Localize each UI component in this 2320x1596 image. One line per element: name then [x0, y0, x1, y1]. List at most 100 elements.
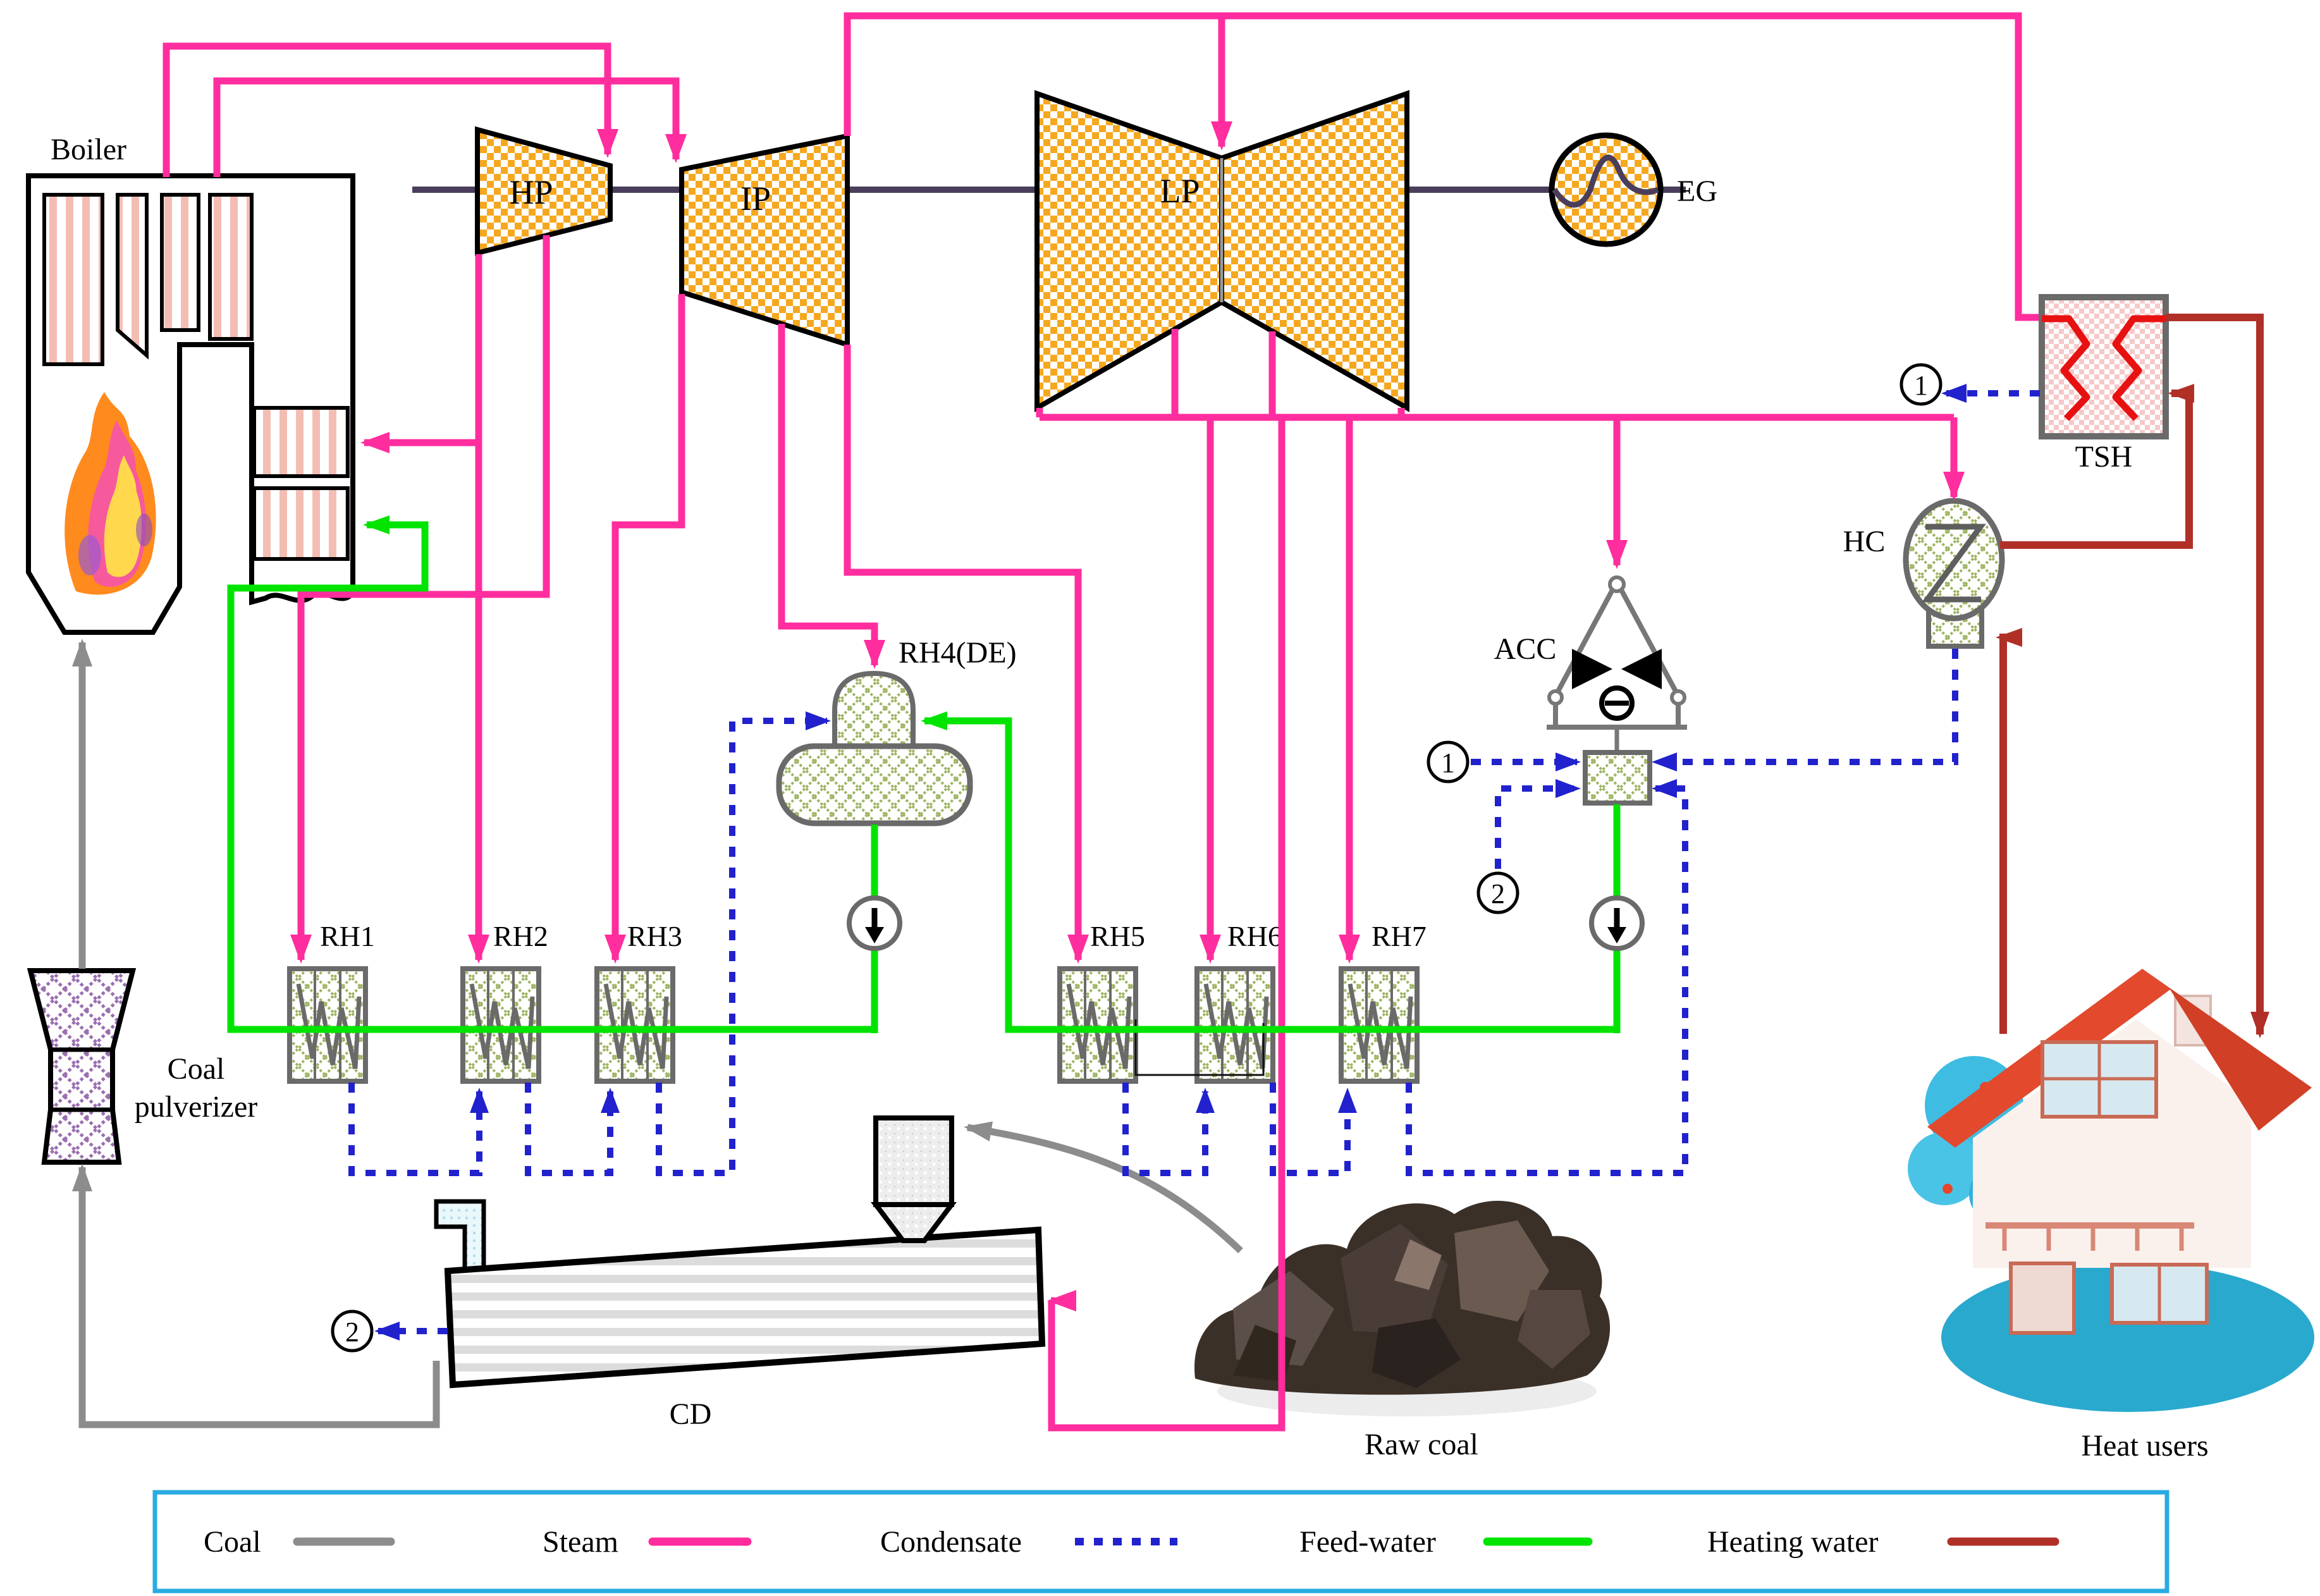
legend-label-condensate: Condensate — [880, 1525, 1022, 1559]
rh2-box — [463, 969, 539, 1081]
generator-wave-icon — [1552, 154, 1659, 208]
hot-reheat-line — [213, 77, 687, 177]
acc-label: ACC — [1494, 632, 1557, 666]
cd-hopper-funnel-icon — [870, 1202, 957, 1243]
tsh-heat-exchanger: TSH — [2039, 294, 2169, 474]
boiler-panel-icon — [208, 193, 254, 341]
turbine-hp: HP — [475, 126, 613, 257]
boiler-panel-icon — [160, 193, 200, 332]
legend-box — [152, 1490, 2170, 1593]
heating-water-supply-line — [2166, 314, 2269, 1038]
feed-water-line-to-rh4 — [921, 711, 1617, 1033]
fan-icon — [1572, 649, 1612, 689]
boiler: Boiler — [26, 133, 355, 635]
legend: Coal Steam Condensate Feed-water Heating… — [152, 1490, 2170, 1593]
drain-hc-to-acc — [1652, 649, 1958, 771]
coal-pulverizer-label-2: pulverizer — [135, 1090, 258, 1124]
feed-water-lines — [227, 515, 1621, 1033]
lp-label: LP — [1160, 172, 1200, 210]
coal-dryer: CD — [434, 1115, 1046, 1431]
cd-drum — [444, 1226, 1046, 1389]
steam-line-to-cd — [1047, 417, 1286, 1432]
acc-air-cooled-condenser: ACC — [1494, 575, 1687, 806]
coal-lines — [72, 639, 1243, 1428]
tag-1-acc: 1 — [1441, 747, 1455, 778]
legend-label-feedwater: Feed-water — [1299, 1525, 1436, 1559]
steam-lines — [163, 12, 2039, 1432]
rh5-box — [1060, 969, 1136, 1081]
rh6-box — [1197, 969, 1273, 1081]
cd-hopper-icon — [873, 1115, 954, 1207]
rh6-label: RH6 — [1227, 920, 1282, 952]
legend-label-steam: Steam — [543, 1525, 618, 1559]
tsh-label: TSH — [2075, 440, 2133, 474]
rh7-label: RH7 — [1372, 920, 1427, 952]
tag-2-cd: 2 — [345, 1317, 359, 1347]
legend-label-heatingwater: Heating water — [1707, 1525, 1879, 1559]
boiler-reheater-panel-icon — [252, 406, 350, 478]
hc-label: HC — [1843, 525, 1886, 558]
house-walls — [1973, 1019, 2251, 1268]
heating-water-lines — [1996, 314, 2269, 1038]
drain-rh7-to-acc — [1406, 779, 1688, 1176]
coal-line-rawcoal-to-cd — [964, 1121, 1243, 1253]
turbine-ip: IP — [679, 133, 850, 348]
acc-condensate-box — [1583, 750, 1652, 806]
heater-balance-line — [1134, 1019, 1265, 1076]
rh3-label: RH3 — [627, 920, 682, 952]
connection-tags: 1 1 2 2 — [331, 363, 1943, 1353]
ip-exhaust-to-lp-tsh-line — [844, 12, 2039, 321]
hc-heat-condenser: HC — [1843, 498, 2005, 649]
extraction-line-rh5 — [844, 345, 1089, 964]
boiler-panel-icon — [116, 193, 149, 360]
ip-label: IP — [740, 180, 771, 218]
house-door — [2009, 1261, 2076, 1335]
legend-label-coal: Coal — [204, 1525, 261, 1559]
heat-users: Heat users — [1908, 969, 2314, 1463]
coal-line-cd-to-pulverizer — [72, 1163, 440, 1428]
main-steam-line — [163, 42, 618, 177]
flame-icon — [64, 392, 156, 595]
drain-rh6-to-rh7 — [1270, 1083, 1357, 1176]
turbine-lp: LP — [1034, 90, 1409, 412]
hp-label: HP — [509, 173, 553, 211]
rh7-box — [1341, 969, 1417, 1081]
boiler-panel-icon — [42, 193, 104, 366]
raw-coal: Raw coal — [1194, 1200, 1611, 1461]
rh3-box — [597, 969, 673, 1081]
extraction-line-rh4 — [778, 324, 885, 669]
coal-pulverizer: Coal pulverizer — [27, 968, 258, 1165]
cd-chimney-icon — [434, 1199, 486, 1276]
feed-pump-icon — [849, 898, 900, 948]
rh2-label: RH2 — [493, 920, 548, 952]
boiler-label: Boiler — [51, 133, 126, 166]
tsh-coil-icon — [2042, 315, 2090, 421]
tag-2-acc: 2 — [1491, 878, 1505, 909]
tree-fruit-icon — [1943, 1184, 1953, 1194]
hc-coil-icon — [1922, 524, 1986, 603]
tree-icon — [1908, 1132, 1981, 1205]
regenerative-heaters: RH1 RH2 RH3 RH5 RH6 RH7 — [290, 920, 1427, 1081]
extraction-line-rh1 — [290, 235, 550, 964]
cd-label: CD — [670, 1397, 712, 1431]
feed-water-line-to-boiler — [227, 515, 875, 1033]
drain-rh2-to-rh3 — [525, 1083, 620, 1176]
rh1-label: RH1 — [320, 920, 375, 952]
generator: EG — [1549, 132, 1717, 247]
drain-rh1-to-rh2 — [348, 1083, 489, 1176]
raw-coal-label: Raw coal — [1365, 1428, 1478, 1461]
heating-water-hc-to-tsh-line — [2000, 384, 2194, 549]
tsh-coil-icon — [2112, 315, 2166, 421]
extraction-line-rh3 — [605, 294, 685, 964]
heat-users-label: Heat users — [2081, 1429, 2208, 1463]
heating-water-return-line — [1996, 628, 2022, 1034]
condensate-tag2-to-acc — [1495, 779, 1581, 869]
eg-label: EG — [1677, 175, 1717, 208]
house-roof-right — [2142, 969, 2312, 1131]
coal-pulverizer-label-1: Coal — [168, 1052, 225, 1086]
fan-icon — [1621, 649, 1662, 689]
drain-rh3-to-rh4 — [656, 711, 831, 1176]
rh5-label: RH5 — [1090, 920, 1145, 952]
